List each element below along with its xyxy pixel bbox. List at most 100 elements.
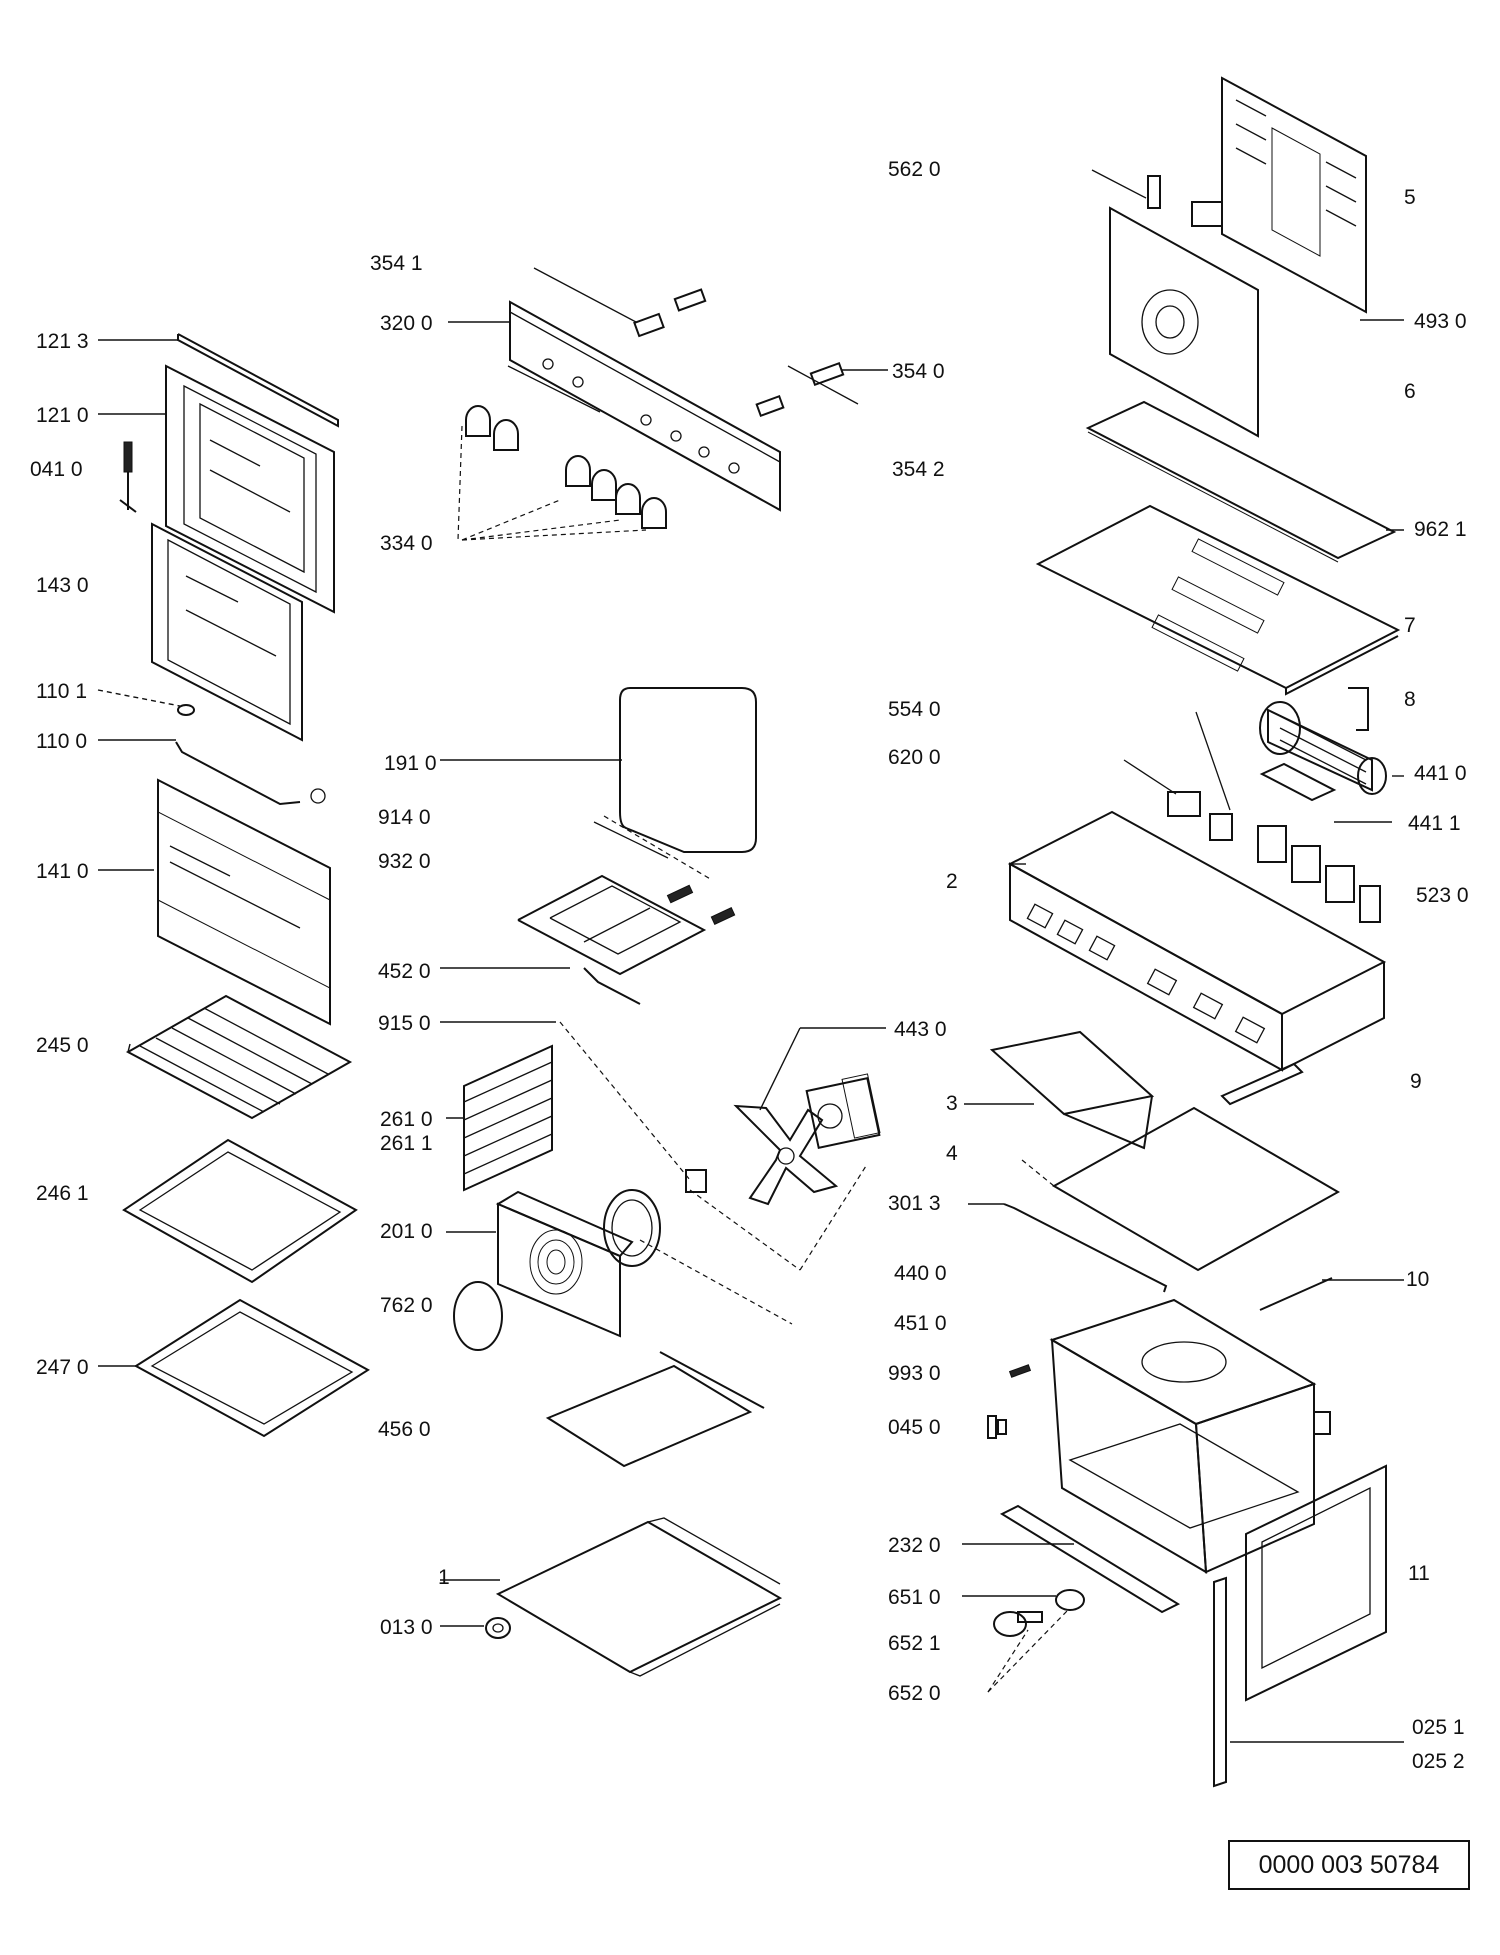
screw-993	[1008, 1364, 1032, 1378]
front-frame-11	[1245, 1464, 1387, 1702]
knobs-651-652	[993, 1589, 1085, 1637]
side-strip-025	[1213, 1576, 1227, 1788]
label-025-2: 025 2	[1412, 1750, 1465, 1773]
knob-shafts-354	[633, 288, 845, 418]
label-443-0: 443 0	[894, 1018, 947, 1041]
label-143-0: 143 0	[36, 574, 89, 597]
back-plate-6	[1109, 175, 1259, 438]
fan-blade-440	[733, 1104, 839, 1206]
label-562-0: 562 0	[888, 158, 941, 181]
label-440-0: 440 0	[894, 1262, 947, 1285]
door-panel-141	[157, 778, 331, 1026]
clip-8	[1348, 687, 1369, 731]
label-651-0: 651 0	[888, 1586, 941, 1609]
bracket-3	[989, 1030, 1155, 1150]
label-201-0: 201 0	[380, 1220, 433, 1243]
label-141-0: 141 0	[36, 860, 89, 883]
leader-lines	[97, 169, 1404, 1743]
label-320-0: 320 0	[380, 312, 433, 335]
label-620-0: 620 0	[888, 746, 941, 769]
label-2: 2	[946, 870, 958, 893]
rear-panel-5	[1221, 76, 1367, 314]
label-915-0: 915 0	[378, 1012, 431, 1035]
label-191-0: 191 0	[384, 752, 437, 775]
door-seal-110	[175, 704, 326, 806]
label-3: 3	[946, 1092, 958, 1115]
rail-9	[1220, 1062, 1304, 1106]
label-10: 10	[1406, 1268, 1430, 1291]
oven-cavity-451	[1049, 1298, 1331, 1574]
fan-bracket-441-1	[1259, 762, 1337, 802]
fan-motor-443	[805, 1073, 881, 1149]
label-025-1: 025 1	[1412, 1716, 1465, 1739]
label-354-0: 354 0	[892, 360, 945, 383]
control-panel-320	[509, 300, 781, 512]
label-354-2: 354 2	[892, 458, 945, 481]
label-354-1: 354 1	[370, 252, 423, 275]
gasket-762	[453, 1281, 503, 1351]
door-top-strip	[177, 333, 339, 428]
label-993-0: 993 0	[888, 1362, 941, 1385]
label-1: 1	[438, 1566, 450, 1589]
bottom-rail-232	[999, 1504, 1181, 1614]
control-chassis-2	[1007, 810, 1387, 1072]
label-245-0: 245 0	[36, 1034, 89, 1057]
door-hinge-041	[119, 441, 137, 513]
label-121-3: 121 3	[36, 330, 89, 353]
label-441-0: 441 0	[1414, 762, 1467, 785]
floor-heater-456	[545, 1351, 765, 1468]
label-261-0: 261 0	[380, 1108, 433, 1131]
label-9: 9	[1410, 1070, 1422, 1093]
label-121-0: 121 0	[36, 404, 89, 427]
label-762-0: 762 0	[380, 1294, 433, 1317]
label-523-0: 523 0	[1416, 884, 1469, 907]
oven-seal-191	[619, 687, 757, 853]
label-261-1: 261 1	[380, 1132, 433, 1155]
outer-door-glass-frame	[165, 364, 335, 614]
label-247-0: 247 0	[36, 1356, 89, 1379]
cooling-fan-441	[1259, 701, 1387, 795]
label-6: 6	[1404, 380, 1416, 403]
label-451-0: 451 0	[894, 1312, 947, 1335]
switches-523	[1167, 791, 1381, 923]
base-plate-1	[495, 1517, 783, 1677]
label-441-1: 441 1	[1408, 812, 1461, 835]
baking-tray-247	[134, 1298, 370, 1438]
label-246-1: 246 1	[36, 1182, 89, 1205]
fan-ring-heater	[603, 1169, 707, 1267]
bracket-045	[987, 1415, 1007, 1439]
label-652-0: 652 0	[888, 1682, 941, 1705]
inner-door-glass-143	[151, 522, 303, 742]
strip-962	[1085, 400, 1397, 563]
wire-rack-245	[125, 994, 353, 1120]
label-493-0: 493 0	[1414, 310, 1467, 333]
heating-element-452	[517, 874, 707, 1005]
fan-cover-201	[495, 1190, 634, 1338]
label-456-0: 456 0	[378, 1418, 431, 1441]
label-301-3: 301 3	[888, 1192, 941, 1215]
insulation-4	[1021, 1106, 1341, 1272]
label-932-0: 932 0	[378, 850, 431, 873]
runner-301	[1003, 1203, 1168, 1293]
rod-10	[1259, 1277, 1333, 1311]
label-110-1: 110 1	[36, 680, 87, 703]
label-962-1: 962 1	[1414, 518, 1467, 541]
label-914-0: 914 0	[378, 806, 431, 829]
label-7: 7	[1404, 614, 1416, 637]
label-8: 8	[1404, 688, 1416, 711]
side-rack-261	[463, 1044, 553, 1192]
label-452-0: 452 0	[378, 960, 431, 983]
label-652-1: 652 1	[888, 1632, 941, 1655]
foot-013	[485, 1617, 511, 1639]
label-334-0: 334 0	[380, 532, 433, 555]
label-110-0: 110 0	[36, 730, 87, 753]
baking-tray-246	[122, 1138, 358, 1284]
drawing-reference-number: 0000 003 50784	[1228, 1840, 1470, 1890]
label-041-0: 041 0	[30, 458, 83, 481]
label-013-0: 013 0	[380, 1616, 433, 1639]
label-232-0: 232 0	[888, 1534, 941, 1557]
label-045-0: 045 0	[888, 1416, 941, 1439]
label-554-0: 554 0	[888, 698, 941, 721]
label-4: 4	[946, 1142, 958, 1165]
